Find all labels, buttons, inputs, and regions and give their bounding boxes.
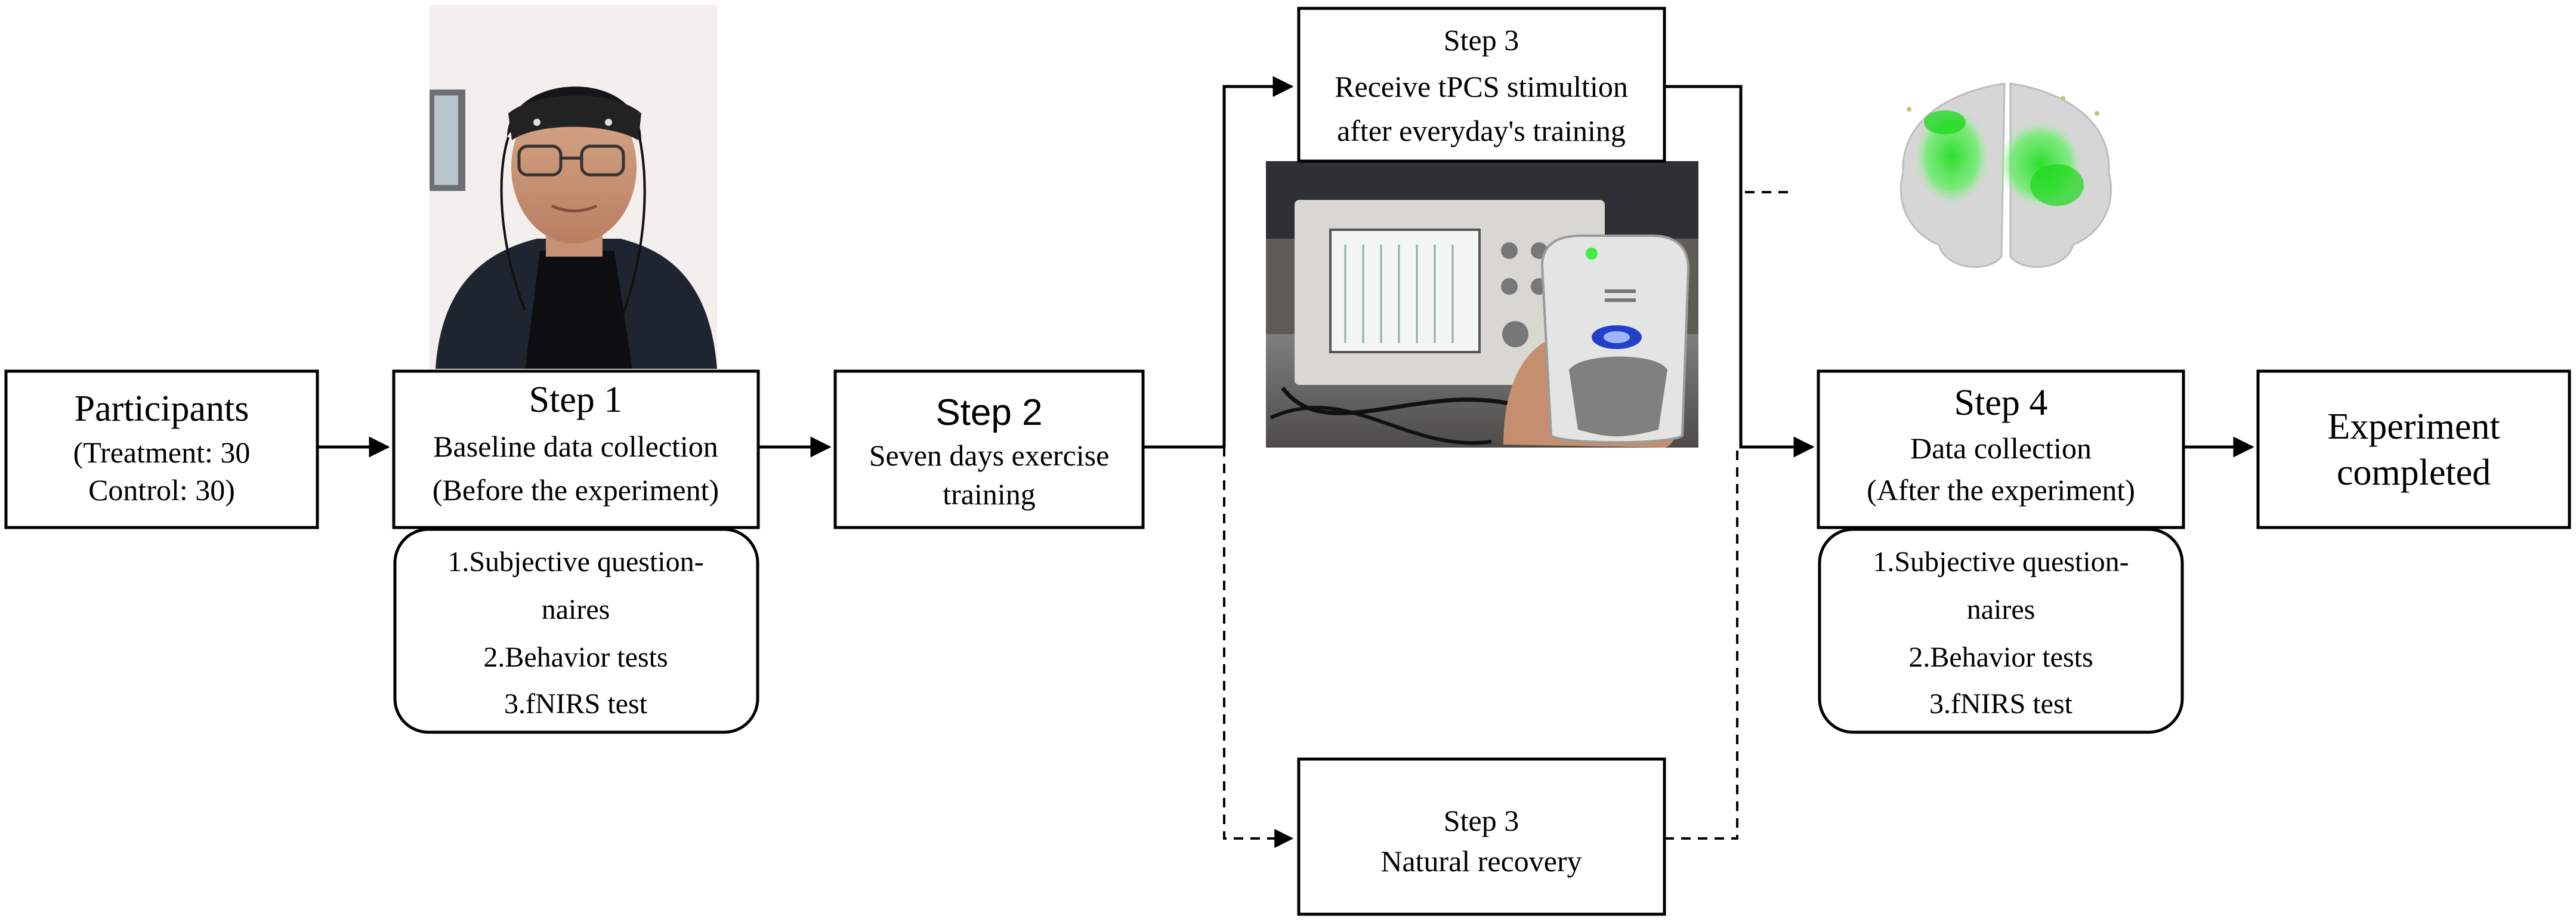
step1-measure-1-cont: naires — [542, 594, 610, 625]
participants-title: Participants — [75, 388, 249, 429]
step1-measure-3: 3.fNIRS test — [504, 688, 648, 720]
step4-title: Step 4 — [1954, 383, 2048, 423]
brain-map — [1899, 82, 2112, 268]
step1-title: Step 1 — [529, 380, 623, 420]
step3-tpcs-title: Step 3 — [1444, 23, 1519, 57]
participants-treatment: (Treatment: 30 — [73, 436, 251, 469]
step2-line2: training — [943, 477, 1036, 511]
step1-measure-2: 2.Behavior tests — [483, 642, 668, 673]
step3-tpcs-line2: after everyday's training — [1337, 114, 1626, 147]
step4-measure-1: 1.Subjective question- — [1873, 546, 2129, 578]
arrow-branch-to-step3-recovery — [1223, 447, 1294, 848]
completed-box: Experiment completed — [2256, 369, 2571, 529]
connectors — [317, 76, 2254, 848]
step4-measures: 1.Subjective question- naires 2.Behavior… — [1818, 528, 2184, 734]
arrow-branch-to-step3-tpcs — [1222, 76, 1294, 447]
completed-line2: completed — [2337, 452, 2491, 493]
participants-box: Participants (Treatment: 30 Control: 30) — [4, 369, 319, 529]
step4-measure-3: 3.fNIRS test — [1929, 688, 2073, 720]
step4-line1: Data collection — [1910, 431, 2092, 465]
participants-control: Control: 30) — [88, 473, 235, 507]
step3-tpcs-box: Step 3 Receive tPCS stimultion after eve… — [1297, 7, 1666, 163]
step2-title: Step 2 — [935, 392, 1042, 433]
step1-line2: (Before the experiment) — [433, 473, 719, 507]
step4-measure-2: 2.Behavior tests — [1908, 642, 2093, 673]
device-photo — [1266, 161, 1698, 448]
step4-line2: (After the experiment) — [1867, 473, 2135, 507]
step1-measure-1: 1.Subjective question- — [447, 546, 703, 578]
line-step3-recovery-to-step4 — [1664, 447, 1738, 840]
step3-recovery-box: Step 3 Natural recovery — [1297, 757, 1666, 916]
step1-measures: 1.Subjective question- naires 2.Behavior… — [393, 528, 759, 734]
step4-box: Step 4 Data collection (After the experi… — [1817, 369, 2185, 529]
step3-recovery-title: Step 3 — [1444, 804, 1519, 837]
step2-box: Step 2 Seven days exercise training — [833, 369, 1145, 529]
step4-measure-1-cont: naires — [1967, 594, 2036, 625]
step1-line1: Baseline data collection — [433, 430, 718, 463]
step2-line1: Seven days exercise — [869, 439, 1110, 472]
step3-tpcs-line1: Receive tPCS stimultion — [1335, 70, 1628, 103]
step3-recovery-line1: Natural recovery — [1380, 844, 1582, 878]
participant-photo — [430, 5, 717, 369]
arrow-step3-tpcs-to-step4 — [1664, 85, 1815, 458]
step1-box: Step 1 Baseline data collection (Before … — [392, 369, 760, 529]
completed-line1: Experiment — [2327, 406, 2500, 447]
